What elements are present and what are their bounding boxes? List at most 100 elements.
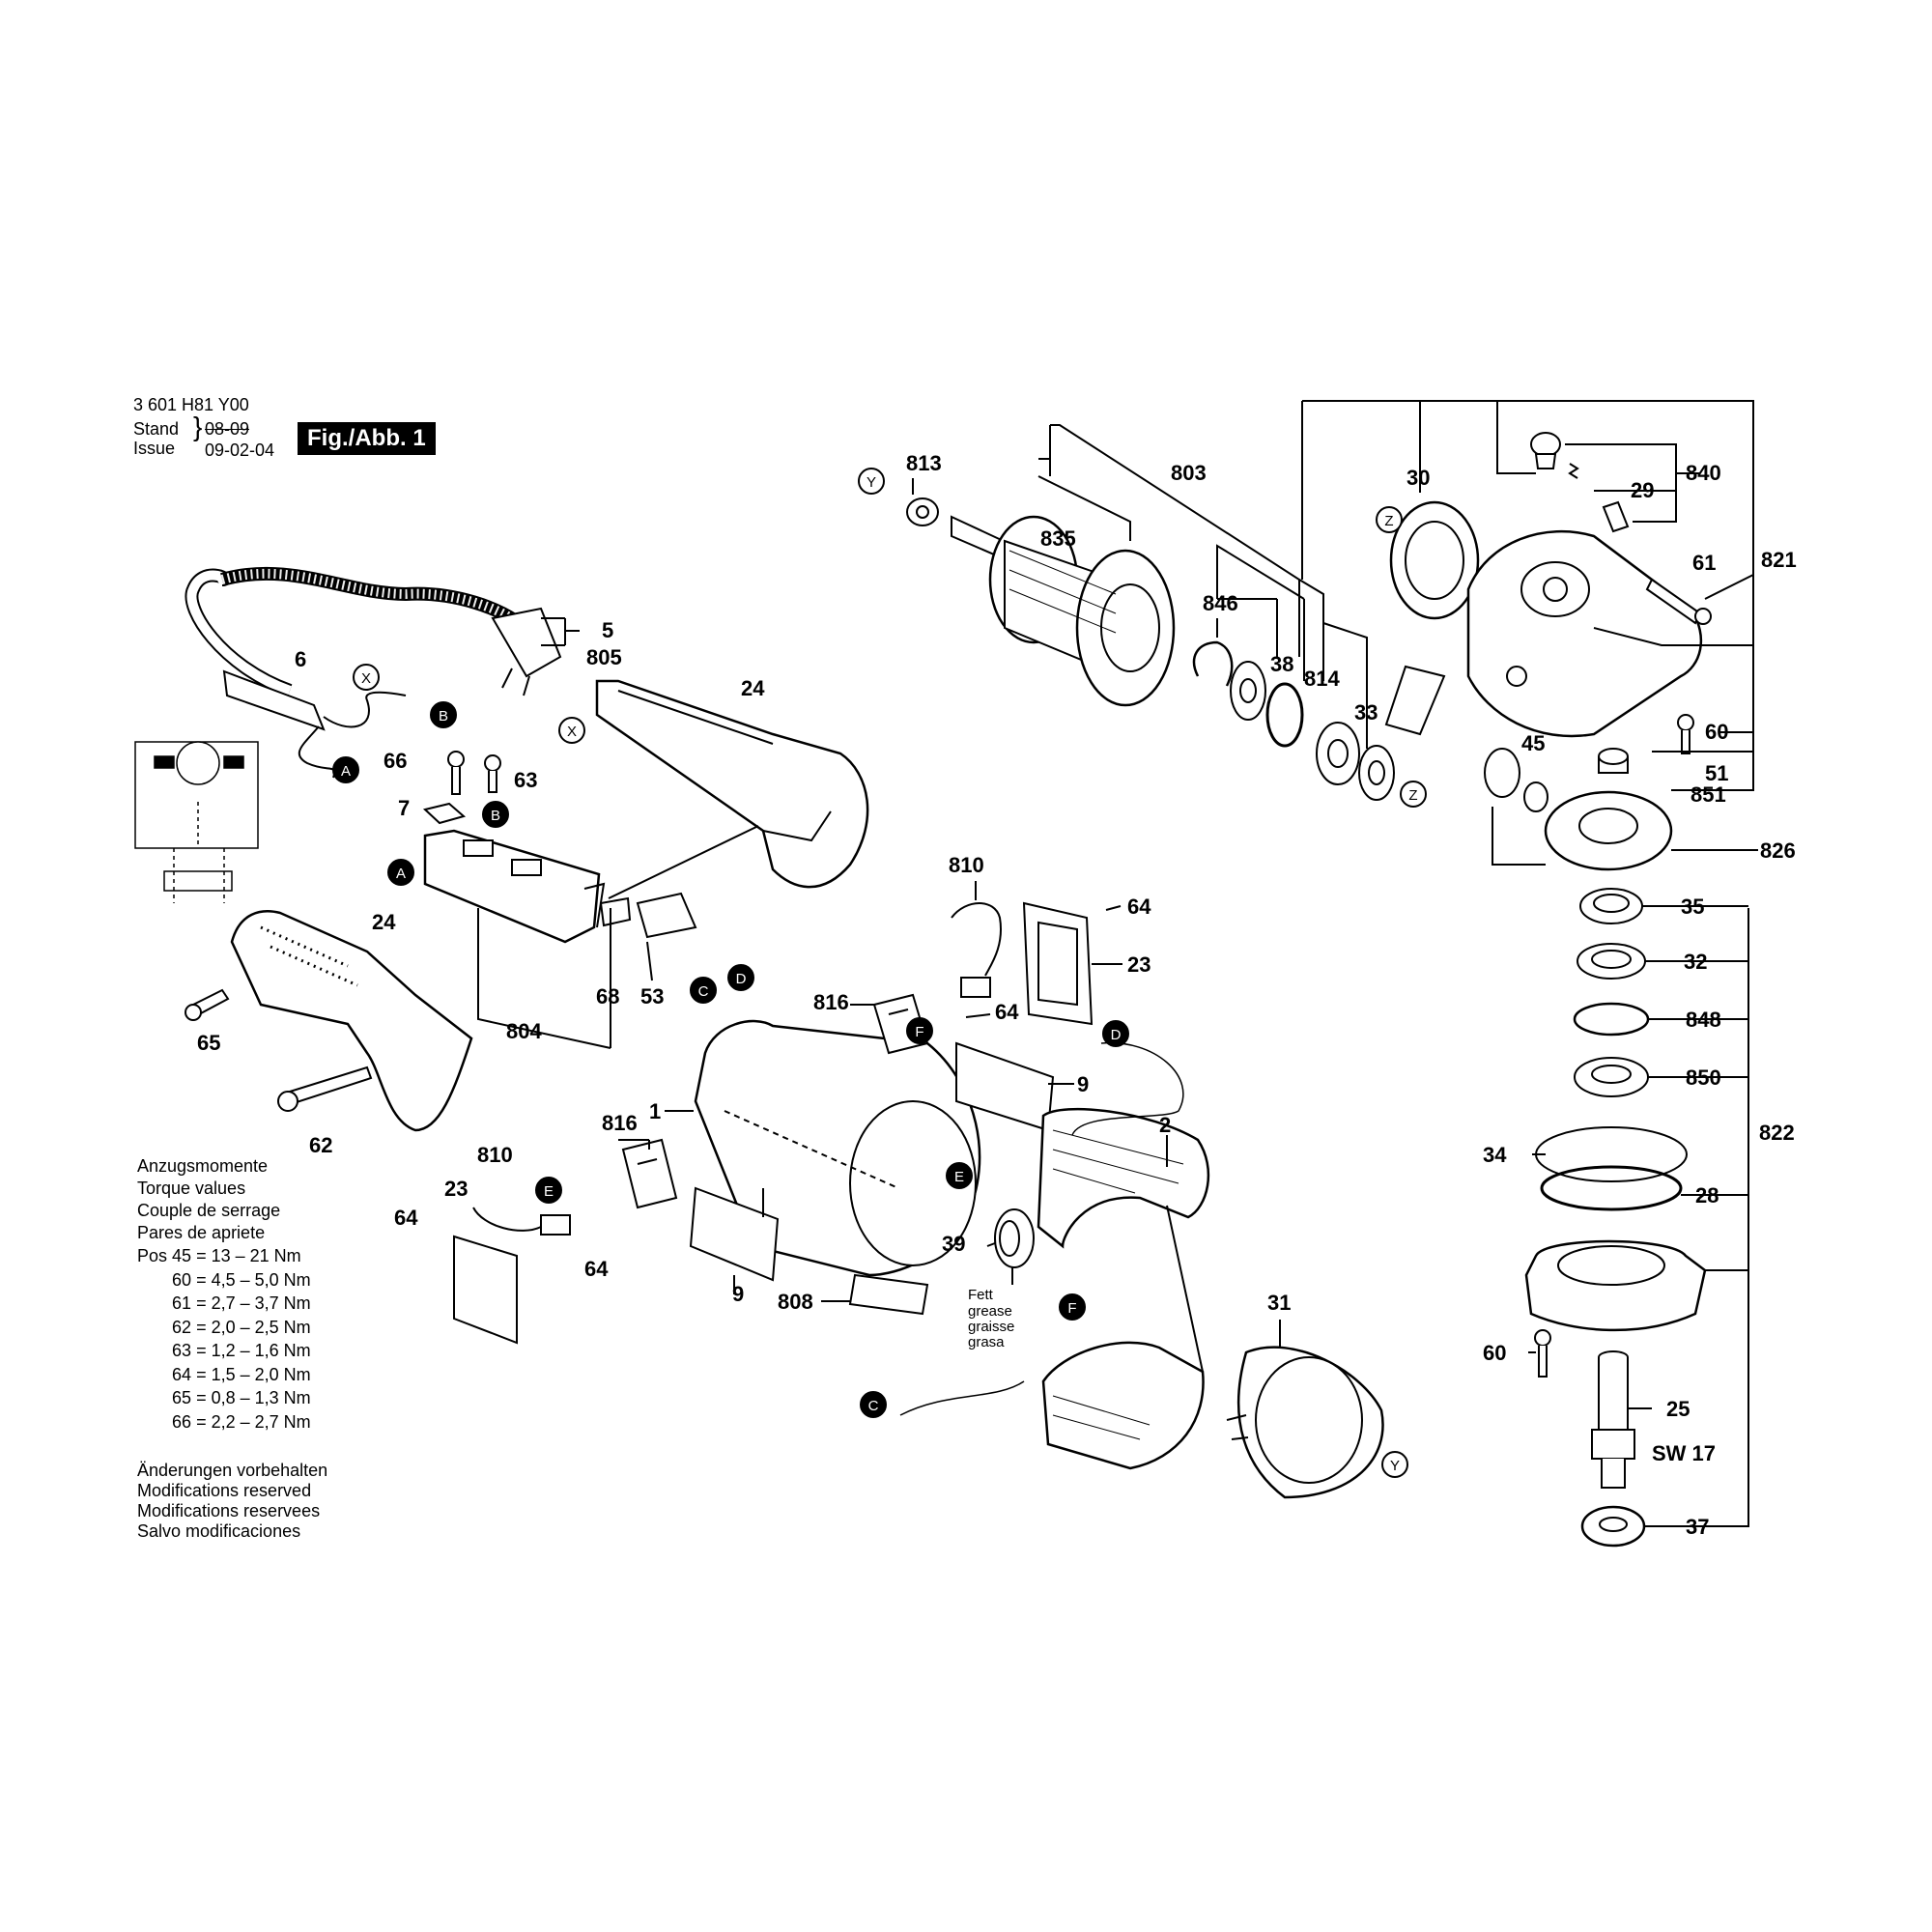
svg-text:Y: Y <box>1390 1458 1400 1474</box>
rubber-pad <box>1384 665 1446 736</box>
bearing-813 <box>906 497 939 526</box>
label-5: 5 <box>602 618 613 642</box>
grease-en: grease <box>968 1303 1012 1320</box>
screw-60-lower <box>1534 1329 1551 1378</box>
torque-pos: 66 <box>172 1411 192 1432</box>
carbon-brush-810-upper <box>951 902 1002 998</box>
label-835: 835 <box>1040 526 1076 551</box>
torque-row: 64=1,5 – 2,0 Nm <box>137 1363 316 1387</box>
torque-value: 2,2 – 2,7 Nm <box>211 1411 311 1432</box>
connector-x-handle: X <box>558 717 585 744</box>
label-39: 39 <box>942 1232 965 1256</box>
label-65: 65 <box>197 1031 220 1055</box>
svg-text:F: F <box>915 1024 923 1040</box>
screw-65 <box>185 988 230 1021</box>
label-34: 34 <box>1483 1143 1507 1167</box>
torque-title-en: Torque values <box>137 1179 246 1198</box>
spindle-25 <box>1591 1350 1635 1489</box>
equals-sign: = <box>196 1317 207 1337</box>
connector-a-switch: A <box>387 859 414 886</box>
label-31: 31 <box>1267 1291 1291 1315</box>
svg-text:Z: Z <box>1408 787 1417 804</box>
label-821: 821 <box>1761 548 1797 572</box>
svg-text:A: A <box>341 763 351 780</box>
label-60-lower: 60 <box>1483 1341 1506 1365</box>
connector-c-switch: C <box>690 977 717 1004</box>
svg-text:E: E <box>954 1169 964 1185</box>
issue-label: Issue <box>133 439 176 458</box>
pos-label: Pos <box>137 1246 168 1265</box>
torque-pos: 45 <box>172 1246 192 1265</box>
label-25: 25 <box>1666 1397 1690 1421</box>
leader-lines <box>477 400 1758 1527</box>
connector-e-housing: E <box>946 1162 973 1189</box>
grease-fett: Fett <box>968 1287 994 1303</box>
mod-es: Salvo modificaciones <box>137 1521 301 1541</box>
power-cord <box>185 566 562 779</box>
pin-29 <box>1602 500 1630 533</box>
seal-32 <box>1577 943 1646 980</box>
connector-z-seal: Z <box>1400 781 1427 808</box>
torque-value: 1,2 – 1,6 Nm <box>211 1341 311 1360</box>
label-64-mid: 64 <box>995 1000 1019 1024</box>
torque-pos: 64 <box>172 1364 192 1384</box>
label-840: 840 <box>1686 461 1721 485</box>
torque-value: 2,0 – 2,5 Nm <box>211 1317 311 1337</box>
equals-sign: = <box>196 1341 207 1360</box>
label-846: 846 <box>1203 591 1238 615</box>
svg-text:D: D <box>1111 1027 1122 1043</box>
label-29: 29 <box>1631 478 1654 502</box>
svg-text:X: X <box>567 724 577 740</box>
label-848: 848 <box>1686 1008 1721 1032</box>
grease-fr: graisse <box>968 1319 1014 1335</box>
torque-pos: 62 <box>172 1317 192 1337</box>
svg-text:X: X <box>361 670 371 687</box>
label-816-lower: 816 <box>602 1111 638 1135</box>
label-816-upper: 816 <box>813 990 849 1014</box>
svg-text:Y: Y <box>867 474 876 491</box>
bearing-814 <box>1316 722 1360 785</box>
torque-value: 1,5 – 2,0 Nm <box>211 1364 311 1384</box>
armature-rotor <box>951 515 1176 707</box>
screw-66 <box>447 751 465 795</box>
torque-value: 13 – 21 Nm <box>211 1246 301 1265</box>
label-24-bottom: 24 <box>372 910 396 934</box>
label-810-upper: 810 <box>949 853 984 877</box>
svg-text:C: C <box>868 1398 879 1414</box>
label-822: 822 <box>1759 1121 1795 1145</box>
label-61: 61 <box>1692 551 1716 575</box>
connector-d-coil: D <box>1102 1020 1129 1047</box>
bearing-flange <box>1524 1239 1707 1332</box>
torque-row: 62=2,0 – 2,5 Nm <box>137 1316 316 1340</box>
svg-text:F: F <box>1067 1300 1076 1317</box>
label-23-lower: 23 <box>444 1177 468 1201</box>
modifications-note: Änderungen vorbehalten Modifications res… <box>137 1461 327 1542</box>
dust-filter-23-upper <box>1022 901 1094 1026</box>
connector-f-coil: F <box>1059 1293 1086 1321</box>
label-32: 32 <box>1684 950 1707 974</box>
torque-title-es: Pares de apriete <box>137 1223 266 1242</box>
label-64-upper: 64 <box>1127 895 1151 919</box>
label-53: 53 <box>640 984 664 1009</box>
connector-c-coil: C <box>860 1391 887 1418</box>
washer-38 <box>1230 661 1266 721</box>
torque-pos: 65 <box>172 1388 192 1407</box>
handle-upper-half <box>595 679 869 889</box>
rear-cover <box>1226 1346 1384 1499</box>
brush-holder-53 <box>599 892 697 939</box>
connector-e-brush: E <box>535 1177 562 1204</box>
part-labels: 5 805 6 24 66 63 7 24 65 62 804 68 53 81… <box>197 451 1797 1539</box>
part-number: 3 601 H81 Y00 <box>133 395 249 414</box>
label-35: 35 <box>1681 895 1704 919</box>
label-851: 851 <box>1690 782 1726 807</box>
bevel-gear-30 <box>1389 500 1480 620</box>
label-805: 805 <box>586 645 622 669</box>
torque-title-de: Anzugsmomente <box>137 1156 269 1176</box>
sleeve-51 <box>1598 748 1629 774</box>
label-68: 68 <box>596 984 619 1009</box>
wire-d <box>1071 1041 1184 1136</box>
circlip-848 <box>1573 1002 1650 1037</box>
connector-markers: X B A X B A C D F D E E F C Y Y Z Z <box>332 468 1427 1478</box>
label-64-lower: 64 <box>584 1257 609 1281</box>
